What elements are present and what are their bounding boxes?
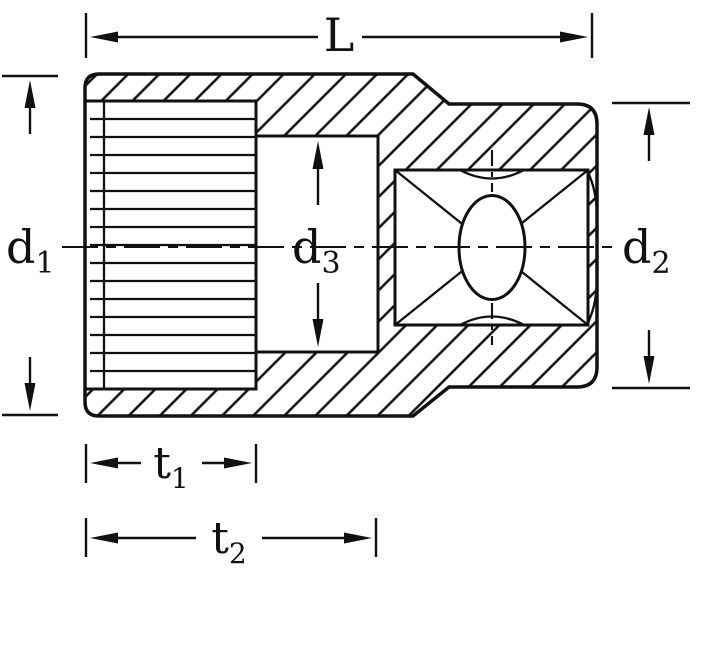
dimension-t1: t1 (84, 438, 258, 495)
centerlines (62, 150, 614, 345)
dimension-label-L: L (324, 8, 355, 62)
arrowhead-down (643, 356, 655, 384)
dimension-label-t1: t1 (153, 438, 189, 495)
arrowhead-left (90, 532, 118, 544)
dimension-t2: t2 (84, 513, 378, 570)
arrowhead-up (24, 80, 36, 108)
dimension-L: L (84, 8, 594, 62)
arrowhead-up (312, 141, 324, 169)
square-drive-details (394, 168, 599, 327)
spline-teeth-lines (90, 101, 256, 389)
dimension-d3: d3 (292, 141, 341, 347)
dimension-label-d3: d3 (292, 220, 341, 281)
arrowhead-up (643, 107, 655, 135)
dimension-label-d2: d2 (622, 220, 671, 281)
dimension-d2: d2 (612, 101, 690, 390)
socket-body (83, 72, 599, 418)
drive-detent-arc-top (459, 168, 525, 180)
arrowhead-right (224, 457, 252, 469)
dimension-d1: d1 (2, 74, 58, 417)
arrowhead-right (344, 532, 372, 544)
dimension-label-d1: d1 (6, 220, 55, 281)
dimension-label-t2: t2 (211, 513, 247, 570)
arrowhead-right (560, 31, 588, 43)
arrowhead-left (90, 457, 118, 469)
arrowhead-down (312, 319, 324, 347)
socket-outline (83, 72, 599, 418)
arrowhead-left (90, 31, 118, 43)
arrowhead-down (24, 383, 36, 411)
